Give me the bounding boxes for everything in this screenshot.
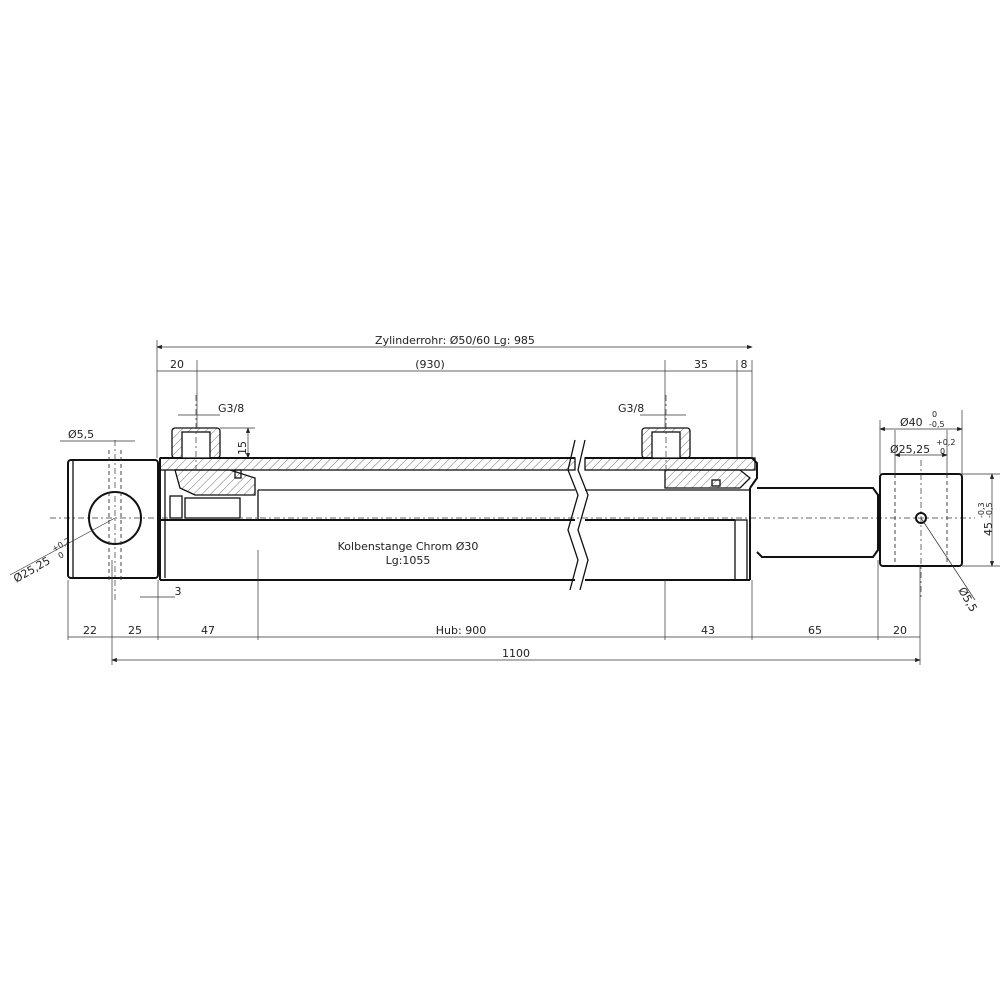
piston-head — [160, 469, 750, 521]
dim-stroke: Hub: 900 — [436, 624, 486, 637]
right-bore-dim: Ø25,25 — [890, 443, 930, 456]
cylinder-tube — [159, 439, 758, 591]
dim-top-8: 8 — [741, 358, 748, 371]
port-left — [171, 395, 221, 470]
left-bore-tol-lower: 0 — [57, 550, 66, 560]
dim-bottom-47: 47 — [201, 624, 215, 637]
port-right-label: G3/8 — [618, 402, 644, 415]
dimension-lines — [9, 344, 995, 663]
right-cross-hole — [915, 512, 927, 524]
right-outer-tol-lower: -0,5 — [929, 420, 945, 429]
dim-top-20: 20 — [170, 358, 184, 371]
extension-lines — [67, 340, 1000, 665]
dim-bottom-20: 20 — [893, 624, 907, 637]
right-bore-tol-upper: +0,2 — [936, 438, 955, 447]
right-bore-tol-lower: 0 — [940, 447, 945, 456]
left-small-hole-dim: Ø5,5 — [68, 428, 94, 441]
rod-label: Kolbenstange Chrom Ø30 — [338, 540, 479, 553]
right-outer-tol-upper: 0 — [932, 410, 937, 419]
right-small-hole-dim: Ø5,5 — [955, 585, 979, 614]
left-bore-value: Ø25,25 — [11, 554, 52, 585]
dim-bottom-43: 43 — [701, 624, 715, 637]
right-width-tol-upper: -0,3 — [977, 502, 986, 518]
right-width-dim: 45 -0,3 -0,5 — [977, 502, 995, 536]
right-outer-dim: Ø40 — [900, 416, 923, 429]
dim-top-930: (930) — [415, 358, 445, 371]
dim-top-35: 35 — [694, 358, 708, 371]
right-width-value: 45 — [982, 522, 995, 536]
left-clevis — [67, 440, 159, 600]
dim-bottom-25: 25 — [128, 624, 142, 637]
gland — [664, 469, 751, 581]
dim-overall: 1100 — [502, 647, 530, 660]
port-height: 15 — [236, 441, 249, 455]
left-bore-dim: Ø25,25 +0,2 0 — [11, 536, 71, 585]
dim-bottom-22: 22 — [83, 624, 97, 637]
tube-label: Zylinderrohr: Ø50/60 Lg: 985 — [375, 334, 535, 347]
piston-rod — [756, 487, 879, 558]
dim-bottom-65: 65 — [808, 624, 822, 637]
port-right — [641, 395, 691, 470]
right-clevis — [879, 460, 976, 601]
port-left-label: G3/8 — [218, 402, 244, 415]
groove-dim: 3 — [175, 585, 182, 598]
rod-length: Lg:1055 — [386, 554, 431, 567]
right-width-tol-lower: -0,5 — [985, 502, 994, 518]
